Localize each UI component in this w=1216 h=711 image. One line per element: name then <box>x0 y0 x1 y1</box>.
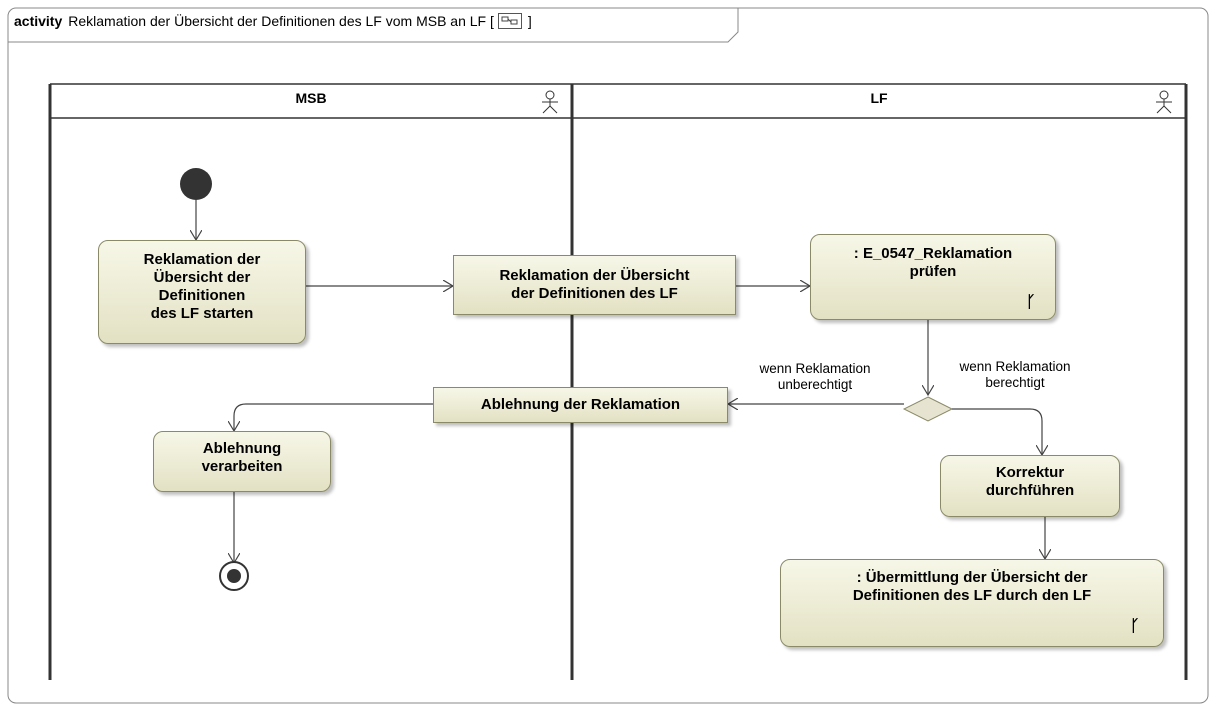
object-node-ablehnung-label: Ablehnung der Reklamation <box>480 396 681 413</box>
frame-title-end: ] <box>527 13 532 29</box>
flow-ablehnung-to-verarbeiten <box>234 403 433 431</box>
frame-title: activity Reklamation der Übersicht der De… <box>14 13 532 29</box>
decision-node <box>902 396 954 422</box>
guard-unberechtigt: wenn Reklamation unberechtigt <box>759 361 871 392</box>
lane-header-msb: MSB <box>295 90 327 106</box>
actor-icon <box>542 90 558 114</box>
frame-keyword: activity <box>14 13 63 29</box>
action-korrektur-durchfuehren-label: Korrektur durchführen <box>985 464 1075 499</box>
object-node-reklamation[interactable]: Reklamation der Übersicht der Definition… <box>453 255 736 315</box>
action-e0547-pruefen-label: : E_0547_Reklamation prüfen <box>853 245 1013 280</box>
initial-node <box>180 168 212 200</box>
action-uebermittlung[interactable]: : Übermittlung der Übersicht der Definit… <box>780 559 1164 647</box>
lane-header-lf: LF <box>870 90 888 106</box>
action-korrektur-durchfuehren[interactable]: Korrektur durchführen <box>940 455 1120 517</box>
action-ablehnung-verarbeiten-label: Ablehnung verarbeiten <box>201 440 283 475</box>
rake-icon: ᚴ <box>1130 618 1140 635</box>
object-node-ablehnung[interactable]: Ablehnung der Reklamation <box>433 387 728 423</box>
action-uebermittlung-label: : Übermittlung der Übersicht der Definit… <box>852 569 1092 604</box>
flow-decision-to-korrektur <box>952 408 1042 455</box>
rake-icon: ᚴ <box>1026 294 1036 311</box>
frame-border <box>7 7 1209 704</box>
action-reklamation-starten[interactable]: Reklamation der Übersicht der Definition… <box>98 240 306 344</box>
action-reklamation-starten-label: Reklamation der Übersicht der Definition… <box>143 251 261 322</box>
diagram-icon <box>497 13 522 29</box>
final-node-core <box>227 569 241 583</box>
action-ablehnung-verarbeiten[interactable]: Ablehnung verarbeiten <box>153 431 331 492</box>
action-e0547-pruefen[interactable]: : E_0547_Reklamation prüfen <box>810 234 1056 320</box>
guard-berechtigt: wenn Reklamation berechtigt <box>959 359 1071 390</box>
swimlanes <box>48 83 1188 680</box>
frame-tab <box>8 8 739 43</box>
actor-icon <box>1156 90 1172 114</box>
object-node-reklamation-label: Reklamation der Übersicht der Definition… <box>499 267 690 302</box>
frame-name: Reklamation der Übersicht der Definition… <box>68 13 494 29</box>
